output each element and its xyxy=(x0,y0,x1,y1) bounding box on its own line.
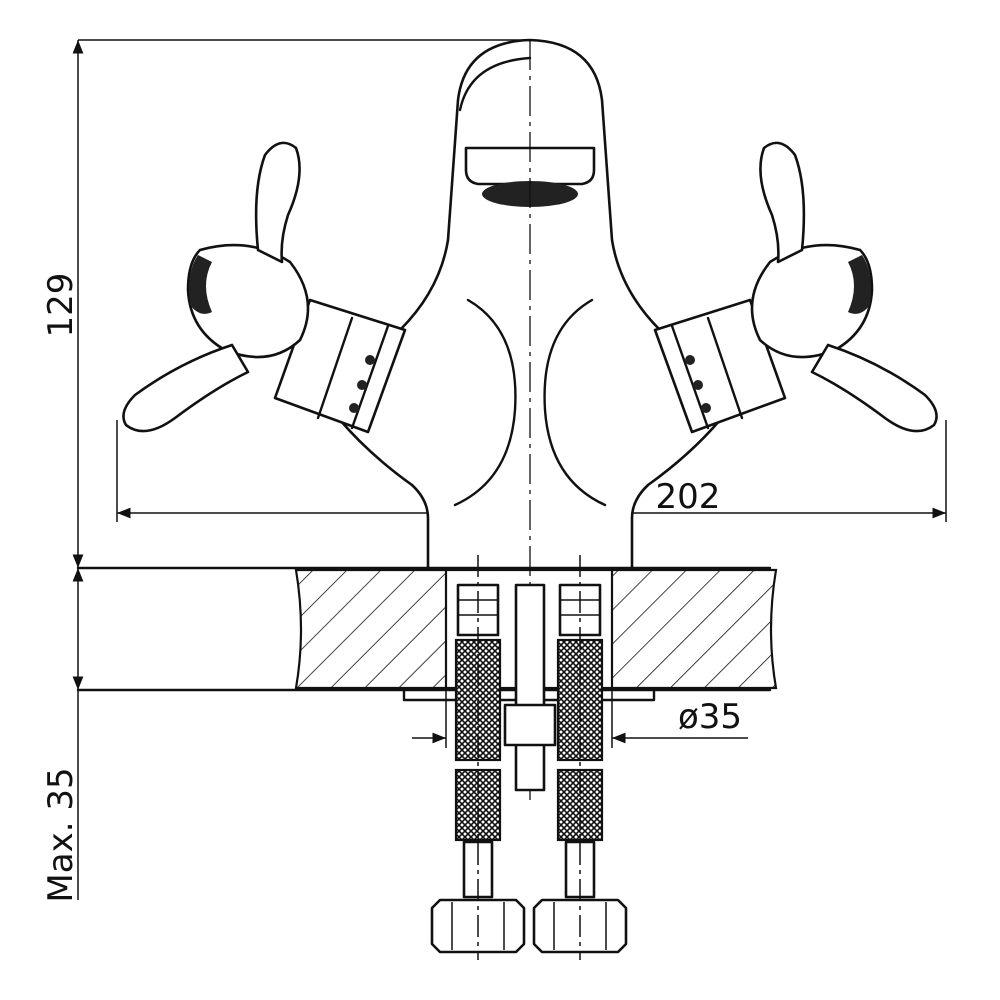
countertop xyxy=(76,566,778,702)
height-label: 129 xyxy=(41,273,81,338)
mounting-nut xyxy=(503,703,557,747)
left-lever-lower xyxy=(122,343,250,433)
aerator xyxy=(464,146,596,186)
dimension-thickness: Max. 35 xyxy=(41,568,84,903)
max-thickness-label: Max. 35 xyxy=(41,767,81,902)
left-handle xyxy=(122,141,407,434)
left-lever-upper xyxy=(254,141,301,264)
dimension-height: 129 xyxy=(41,39,535,568)
right-handle xyxy=(653,141,938,434)
dimension-diameter: ø35 xyxy=(412,690,748,748)
left-supply-hose xyxy=(430,555,526,960)
diameter-label: ø35 xyxy=(678,697,742,737)
dimension-width: 202 xyxy=(116,420,947,522)
mounting-rod xyxy=(503,583,557,792)
width-label: 202 xyxy=(656,477,721,517)
right-supply-hose xyxy=(532,555,628,960)
